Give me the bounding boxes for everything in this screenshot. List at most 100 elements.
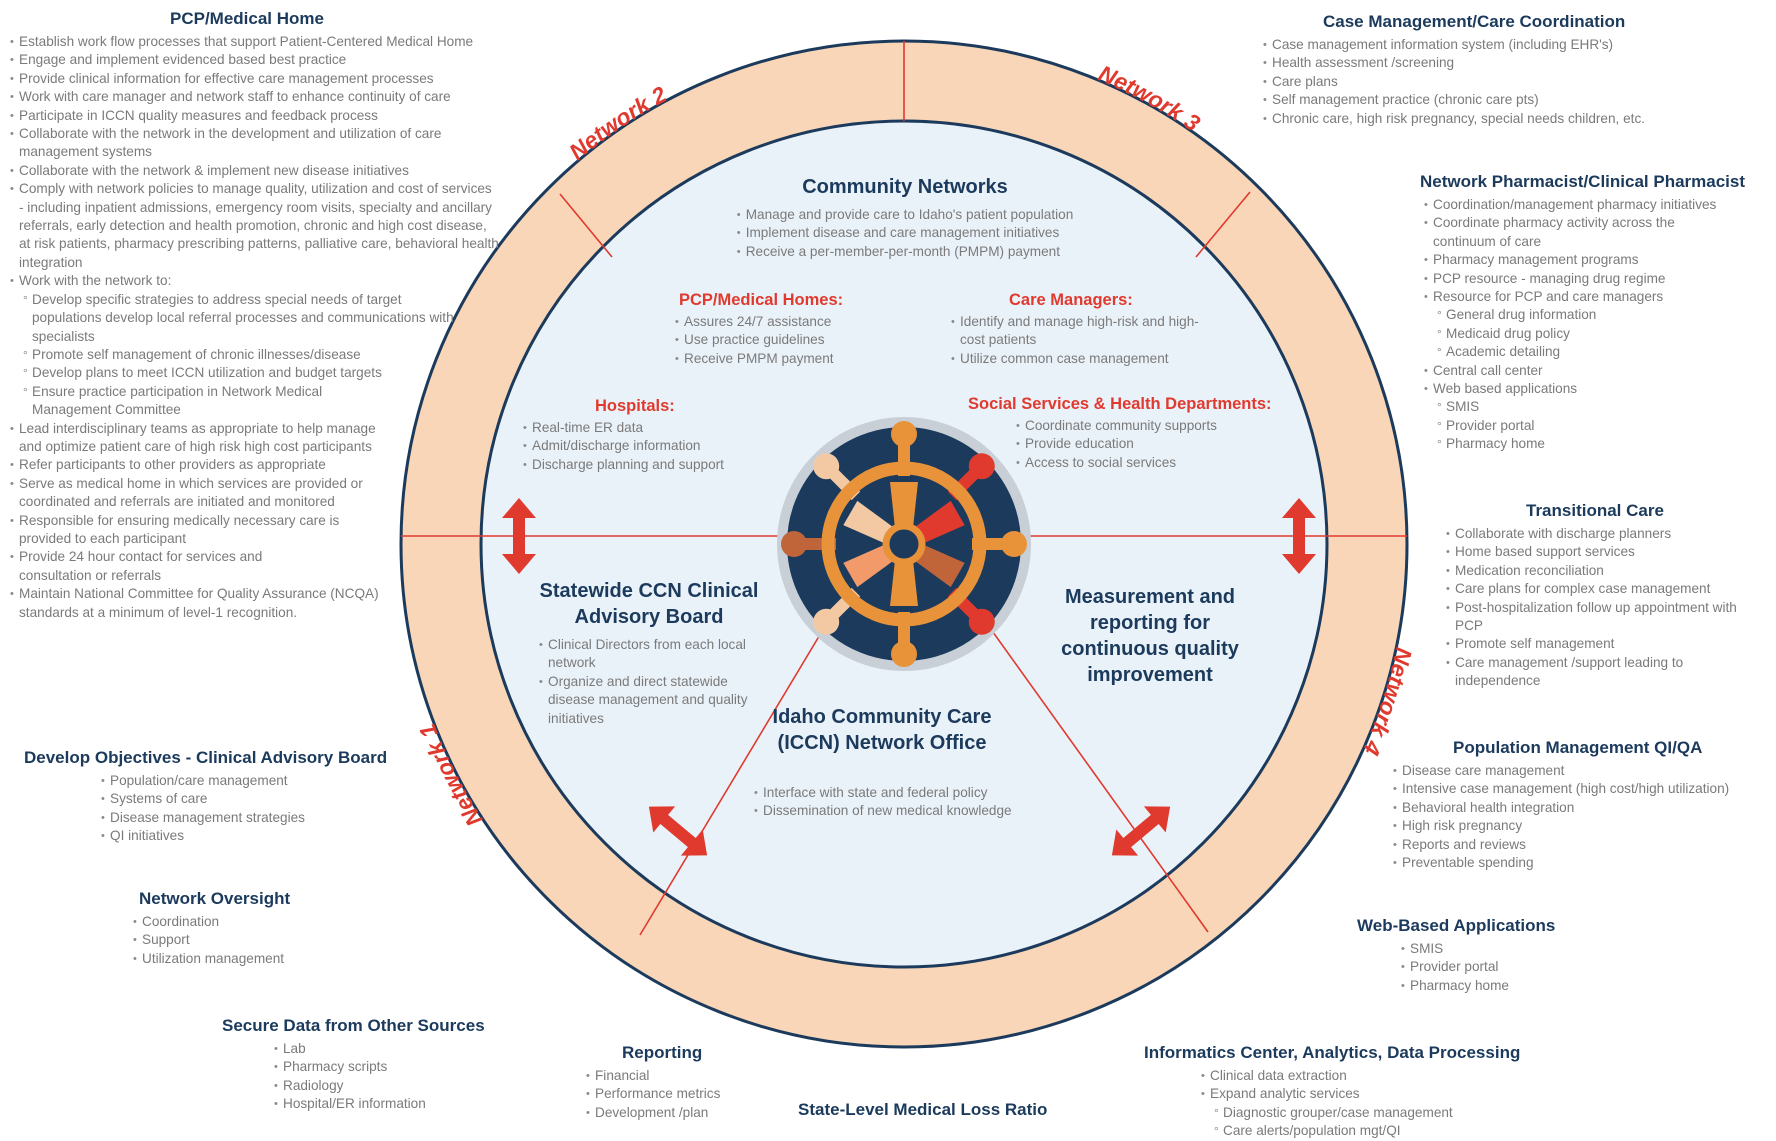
pharmacist-list: Coordination/management pharmacy initiat…	[1424, 196, 1774, 454]
population-qi-block: Population Management QI/QA Disease care…	[1393, 738, 1776, 873]
list-item: Medication reconciliation	[1446, 562, 1771, 581]
line-lower-right	[989, 627, 1209, 933]
list-item: Identify and manage high-risk and high-c…	[951, 313, 1210, 350]
list-item: Systems of care	[101, 790, 444, 809]
informatics-block: Informatics Center, Analytics, Data Proc…	[1144, 1043, 1584, 1141]
list-item: Participate in ICCN quality measures and…	[10, 107, 550, 126]
pcp-homes-inner-list: Assures 24/7 assistance Use practice gui…	[675, 313, 879, 369]
list-item: Behavioral health integration	[1393, 799, 1776, 818]
care-managers-block: Care Managers: Identify and manage high-…	[951, 291, 1211, 369]
web-apps-title: Web-Based Applications	[1357, 916, 1556, 935]
list-item: Work with the network to:	[10, 272, 550, 291]
list-item: Collaborate with the network in the deve…	[10, 125, 499, 162]
pcp-homes-inner-title: PCP/Medical Homes:	[679, 291, 844, 309]
pharmacist-block: Network Pharmacist/Clinical Pharmacist C…	[1420, 172, 1774, 454]
list-item: Receive PMPM payment	[675, 350, 879, 369]
list-item: Central call center	[1424, 362, 1774, 381]
network-oversight-block: Network Oversight Coordination Support U…	[133, 889, 399, 969]
list-item: Maintain National Committee for Quality …	[10, 585, 379, 622]
ship-wheel-icon	[777, 417, 1031, 671]
pharmacist-title: Network Pharmacist/Clinical Pharmacist	[1420, 172, 1746, 191]
list-item: Academic detailing	[1424, 343, 1774, 362]
list-item: Access to social services	[1016, 454, 1308, 473]
list-item: Intensive case management (high cost/hig…	[1393, 780, 1776, 799]
list-item: Care plans	[1263, 73, 1733, 92]
advisory-board-title: Statewide CCN Clinical Advisory Board	[539, 580, 759, 628]
list-item: Chronic care, high risk pregnancy, speci…	[1263, 110, 1733, 129]
arrow-left	[502, 498, 536, 574]
list-item: Interface with state and federal policy	[754, 784, 1080, 803]
community-networks-list: Manage and provide care to Idaho's patie…	[737, 206, 1074, 262]
arrow-right	[1282, 498, 1316, 574]
list-item: Develop plans to meet ICCN utilization a…	[10, 364, 412, 383]
list-item: Provider portal	[1424, 417, 1774, 436]
web-apps-list: SMIS Provider portal Pharmacy home	[1401, 940, 1617, 996]
list-item: Receive a per-member-per-month (PMPM) pa…	[737, 243, 1074, 262]
list-item: Clinical data extraction	[1201, 1067, 1584, 1086]
list-item: Radiology	[274, 1077, 522, 1096]
list-item: Utilize common case management	[951, 350, 1211, 369]
develop-objectives-block: Develop Objectives - Clinical Advisory B…	[24, 748, 444, 846]
informatics-list: Clinical data extraction Expand analytic…	[1201, 1067, 1584, 1141]
advisory-board-list: Clinical Directors from each local netwo…	[539, 636, 764, 728]
mlr-block: State-Level Medical Loss Ratio	[798, 1100, 1098, 1124]
population-qi-title: Population Management QI/QA	[1453, 738, 1703, 757]
list-item: Promote self management	[1446, 635, 1771, 654]
case-mgmt-list: Case management information system (incl…	[1263, 36, 1733, 128]
list-item: Promote self management of chronic illne…	[10, 346, 472, 365]
list-item: Engage and implement evidenced based bes…	[10, 51, 550, 70]
list-item: Use practice guidelines	[675, 331, 879, 350]
secure-data-title: Secure Data from Other Sources	[222, 1016, 485, 1035]
community-networks-block: Community Networks Manage and provide ca…	[690, 174, 1120, 262]
case-mgmt-title: Case Management/Care Coordination	[1323, 12, 1626, 31]
list-item: Care alerts/population mgt/QI	[1201, 1122, 1584, 1141]
reporting-title: Reporting	[622, 1043, 703, 1062]
hospitals-title: Hospitals:	[595, 397, 675, 415]
list-item: Provider portal	[1401, 958, 1617, 977]
list-item: Coordinate community supports	[1016, 417, 1308, 436]
double-arrows	[502, 498, 1316, 856]
list-item: Implement disease and care management in…	[737, 224, 1074, 243]
list-item: Establish work flow processes that suppo…	[10, 33, 550, 52]
arrow-lower-right	[1111, 806, 1171, 856]
list-item: Work with care manager and network staff…	[10, 88, 550, 107]
reporting-block: Reporting Financial Performance metrics …	[586, 1043, 806, 1123]
list-item: Pharmacy home	[1424, 435, 1774, 454]
pcp-homes-inner-block: PCP/Medical Homes: Assures 24/7 assistan…	[675, 291, 879, 369]
ring-divider-upper-right	[1195, 191, 1251, 258]
develop-objectives-title: Develop Objectives - Clinical Advisory B…	[24, 748, 388, 767]
list-item: Case management information system (incl…	[1263, 36, 1733, 55]
web-apps-block: Web-Based Applications SMIS Provider por…	[1357, 916, 1617, 996]
list-item: Comply with network policies to manage q…	[10, 180, 499, 272]
list-item: Web based applications	[1424, 380, 1774, 399]
mlr-title: State-Level Medical Loss Ratio	[798, 1100, 1048, 1119]
list-item: Manage and provide care to Idaho's patie…	[737, 206, 1074, 225]
list-item: Population/care management	[101, 772, 444, 791]
care-managers-title: Care Managers:	[1009, 291, 1133, 309]
transitional-title: Transitional Care	[1526, 501, 1664, 520]
list-item: Coordination	[133, 913, 399, 932]
list-item: Diagnostic grouper/case management	[1201, 1104, 1584, 1123]
list-item: Organize and direct statewide disease ma…	[539, 673, 764, 728]
transitional-list: Collaborate with discharge planners Home…	[1446, 525, 1771, 691]
list-item: Provide education	[1016, 435, 1308, 454]
secure-data-list: Lab Pharmacy scripts Radiology Hospital/…	[274, 1040, 522, 1114]
list-item: SMIS	[1401, 940, 1617, 959]
population-qi-list: Disease care management Intensive case m…	[1393, 762, 1776, 873]
arrow-lower-left	[648, 806, 708, 856]
list-item: Self management practice (chronic care p…	[1263, 91, 1733, 110]
list-item: Refer participants to other providers as…	[10, 456, 550, 475]
transitional-block: Transitional Care Collaborate with disch…	[1446, 501, 1771, 691]
list-item: Pharmacy scripts	[274, 1058, 522, 1077]
list-item: Development /plan	[586, 1104, 806, 1123]
social-services-block: Social Services & Health Departments: Co…	[968, 395, 1308, 473]
ring-divider-upper-left	[559, 193, 613, 258]
care-managers-list: Identify and manage high-risk and high-c…	[951, 313, 1211, 369]
list-item: Responsible for ensuring medically neces…	[10, 512, 379, 549]
iccn-office-list: Interface with state and federal policy …	[754, 784, 1080, 821]
hospitals-list: Real-time ER data Admit/discharge inform…	[523, 419, 783, 475]
list-item: Provide 24 hour contact for services and…	[10, 548, 319, 585]
list-item: Collaborate with the network & implement…	[10, 162, 550, 181]
list-item: PCP resource - managing drug regime	[1424, 270, 1774, 289]
list-item: Performance metrics	[586, 1085, 806, 1104]
